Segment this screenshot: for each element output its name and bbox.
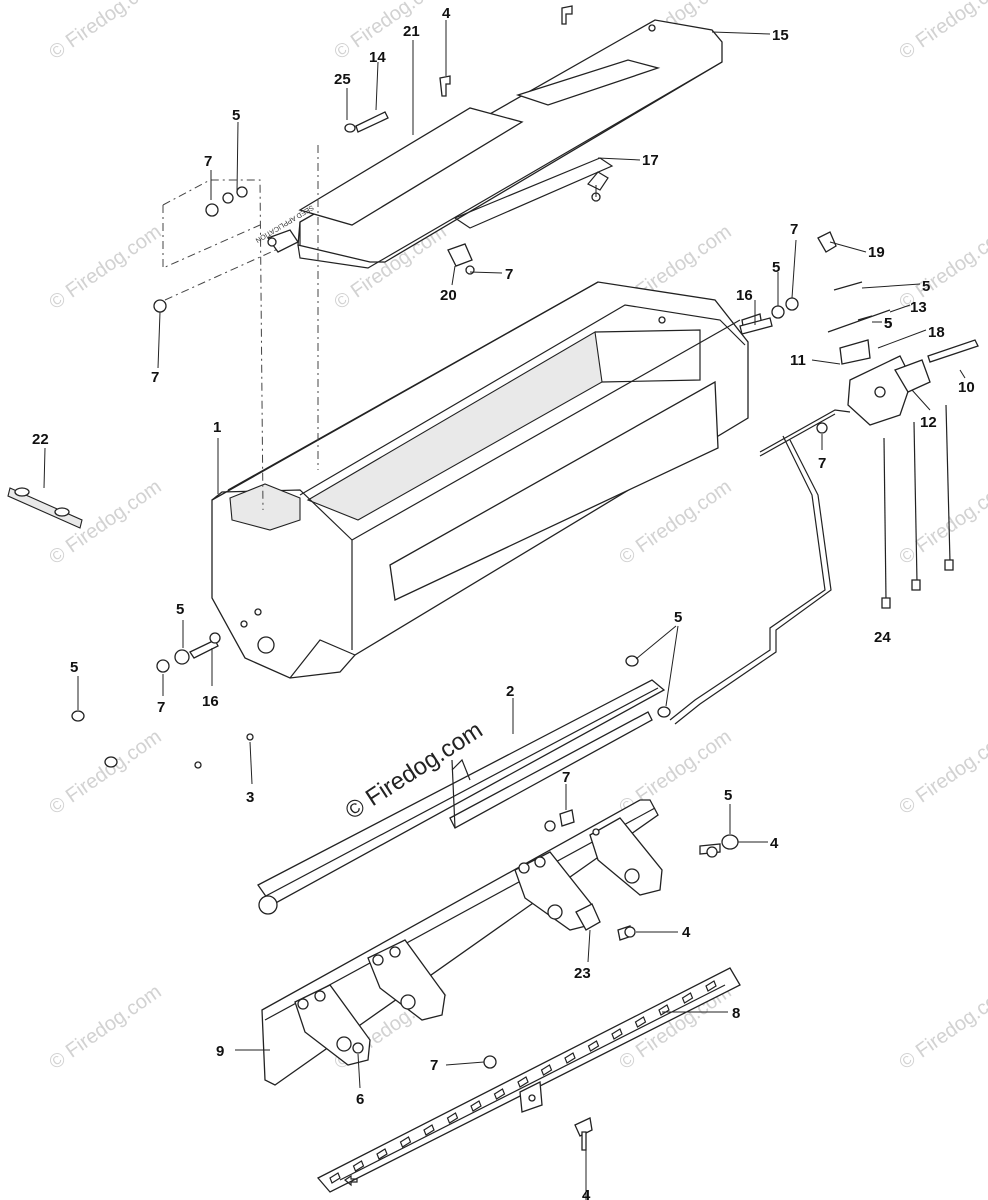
strip-tooth xyxy=(587,1040,600,1052)
hardware-left xyxy=(71,632,671,769)
lid-part-15: SEED APPLICATION xyxy=(254,19,723,269)
callout-7: 7 xyxy=(151,369,159,386)
callout-4: 4 xyxy=(582,1187,591,1200)
callout-7: 7 xyxy=(157,699,165,716)
agitator-part-2 xyxy=(257,679,666,915)
strip-tooth xyxy=(540,1064,553,1076)
callout-15: 15 xyxy=(772,27,789,44)
callout-7: 7 xyxy=(818,455,826,472)
callout-23: 23 xyxy=(574,965,591,982)
callout-22: 22 xyxy=(32,431,49,448)
strip-teeth xyxy=(329,980,717,1184)
strip-tooth xyxy=(446,1112,459,1124)
callout-5: 5 xyxy=(922,278,930,295)
callout-5: 5 xyxy=(232,107,240,124)
callout-7: 7 xyxy=(430,1057,438,1074)
callout-7: 7 xyxy=(790,221,798,238)
watermark: © Firedog.com xyxy=(330,0,450,64)
callout-18: 18 xyxy=(928,324,945,341)
strip-tooth xyxy=(634,1016,647,1028)
callout-14: 14 xyxy=(369,49,386,66)
watermark: © Firedog.com xyxy=(45,726,165,819)
callout-5: 5 xyxy=(674,609,682,626)
callout-13: 13 xyxy=(910,299,927,316)
strip-tooth xyxy=(564,1052,576,1064)
callout-2: 2 xyxy=(506,683,514,700)
callout-6: 6 xyxy=(356,1091,364,1108)
callout-20: 20 xyxy=(440,287,457,304)
callout-5: 5 xyxy=(724,787,732,804)
strip-tooth xyxy=(352,1160,365,1172)
callout-5: 5 xyxy=(772,259,780,276)
callout-5: 5 xyxy=(884,315,892,332)
callout-3: 3 xyxy=(246,789,254,806)
callout-17: 17 xyxy=(642,152,659,169)
frame-part-9 xyxy=(261,799,663,1086)
watermark: © Firedog.com xyxy=(615,476,735,569)
callout-7: 7 xyxy=(204,153,212,170)
strip-tooth xyxy=(329,1172,341,1184)
watermark: © Firedog.com xyxy=(895,726,988,819)
callout-5: 5 xyxy=(884,315,892,332)
callout-12: 12 xyxy=(920,414,937,431)
callout-16: 16 xyxy=(202,693,219,710)
callout-4: 4 xyxy=(442,5,451,22)
callout-19: 19 xyxy=(868,244,885,261)
watermark: © Firedog.com xyxy=(45,476,165,569)
watermark: © Firedog.com xyxy=(895,476,988,569)
callout-labels: 15 4 21 14 25 5 7 17 7 20 7 7 19 5 16 5 … xyxy=(32,5,975,1200)
callout-4: 4 xyxy=(770,835,779,852)
strip-tooth xyxy=(517,1076,529,1088)
strip-tooth xyxy=(470,1100,482,1112)
drive-mechanism xyxy=(669,231,979,725)
callout-7: 7 xyxy=(505,266,513,283)
assembly-lines xyxy=(162,145,319,511)
strip-tooth xyxy=(681,992,694,1004)
callout-8: 8 xyxy=(732,1005,740,1022)
watermark: © Firedog.com xyxy=(45,221,165,314)
callout-9: 9 xyxy=(216,1043,224,1060)
callout-4: 4 xyxy=(682,924,691,941)
callout-11: 11 xyxy=(790,352,806,369)
leader-lines xyxy=(43,20,966,1200)
strip-tooth xyxy=(376,1148,388,1160)
hopper-part-1 xyxy=(211,281,763,679)
callout-7: 7 xyxy=(562,769,570,786)
decal-part-22 xyxy=(7,487,83,529)
strip-tooth xyxy=(705,980,717,992)
strip-part-8 xyxy=(316,967,741,1193)
callout-5: 5 xyxy=(176,601,184,618)
callout-16: 16 xyxy=(736,287,753,304)
strip-tooth xyxy=(423,1124,435,1136)
strip-tooth xyxy=(658,1004,670,1016)
watermark: © Firedog.com xyxy=(895,981,988,1074)
callout-21: 21 xyxy=(403,23,420,40)
strip-tooth xyxy=(493,1088,506,1100)
strip-tooth xyxy=(611,1028,623,1040)
callout-25: 25 xyxy=(334,71,351,88)
callout-5: 5 xyxy=(70,659,78,676)
strip-tooth xyxy=(399,1136,412,1148)
callout-1: 1 xyxy=(213,419,221,436)
callout-24: 24 xyxy=(874,629,891,646)
watermark: © Firedog.com xyxy=(45,981,165,1074)
watermark: © Firedog.com xyxy=(895,0,988,64)
callout-10: 10 xyxy=(958,379,975,396)
watermark: © Firedog.com xyxy=(45,0,165,64)
